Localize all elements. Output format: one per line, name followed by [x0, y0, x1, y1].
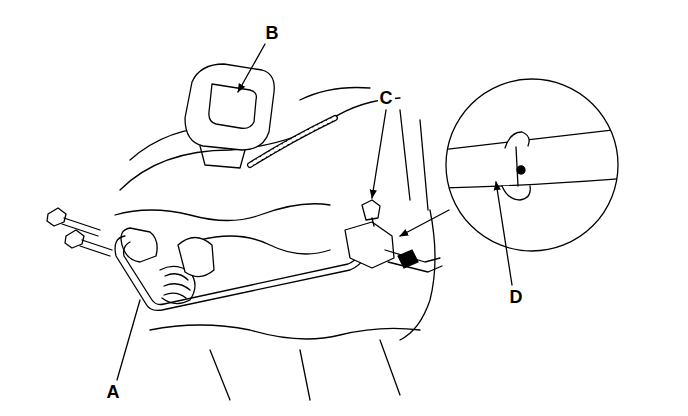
clutch-pipe: [115, 236, 366, 310]
reservoir-hose: [250, 118, 335, 165]
engine-contour: [150, 325, 420, 339]
detail-circle: [446, 79, 618, 251]
bleeder: [372, 218, 374, 226]
engine-contour: [300, 88, 370, 101]
clip-mark: [517, 166, 525, 174]
detail-pointer: [400, 210, 449, 236]
leader-line: [496, 182, 512, 285]
hose-clip: [502, 186, 530, 200]
fluid-reservoir: [185, 64, 274, 150]
engine-contour: [200, 236, 330, 254]
engine-contour: [400, 110, 428, 210]
hose-clip: [516, 147, 518, 186]
leader-line: [238, 44, 265, 92]
hose-detail: [440, 178, 630, 188]
reservoir-detail: [209, 84, 257, 128]
leader-line: [117, 300, 140, 380]
bolt: [80, 240, 112, 256]
engine-contour: [400, 210, 435, 340]
hose-detail: [440, 128, 630, 150]
callout-letter: D: [508, 287, 525, 307]
bolt: [65, 230, 84, 248]
bleeder: [362, 200, 380, 220]
clip: [398, 250, 418, 268]
callout-letter: A: [105, 382, 122, 402]
callout-letter: B: [264, 23, 281, 43]
engine-contour: [210, 340, 400, 400]
engine-contour: [115, 204, 330, 221]
clutch-pipe: [124, 242, 360, 305]
hose-clip: [505, 132, 529, 148]
callout-letter: C: [378, 88, 395, 108]
reservoir-hose: [250, 118, 335, 165]
boot-ribs: [164, 274, 190, 298]
bolt: [47, 208, 66, 226]
reservoir-neck: [200, 146, 245, 168]
pedal-bracket: [178, 238, 214, 277]
leader-line: [372, 110, 386, 198]
connector-lead: [385, 250, 442, 272]
slave-cylinder: [345, 222, 394, 268]
